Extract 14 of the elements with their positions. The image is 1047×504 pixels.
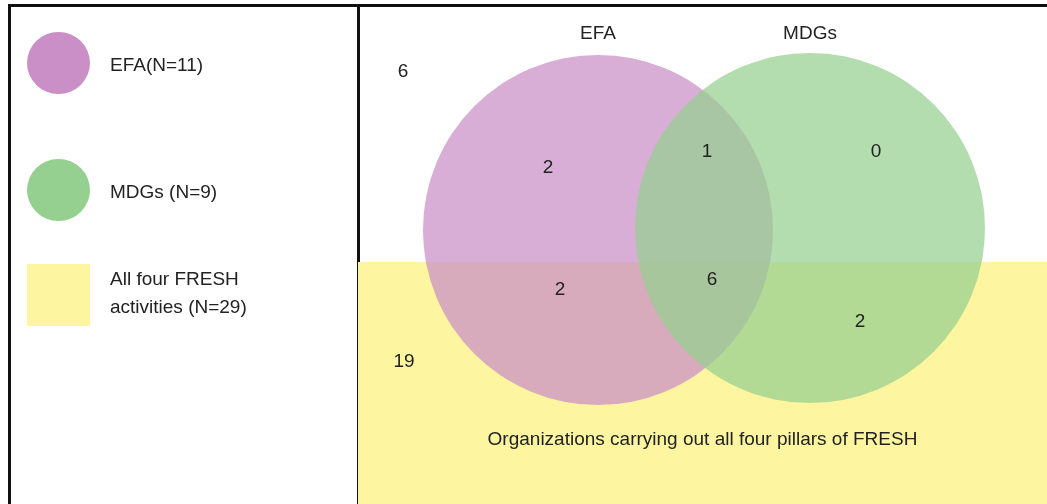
region-count: 6 xyxy=(706,268,718,289)
circle-heading: EFA xyxy=(579,22,617,44)
region-count: 2 xyxy=(854,310,866,331)
region-count: 2 xyxy=(554,278,566,299)
circle-heading: MDGs xyxy=(782,22,838,44)
region-count: 6 xyxy=(397,60,409,81)
region-count: 19 xyxy=(393,350,415,371)
region-count: 0 xyxy=(870,140,882,161)
region-count: 1 xyxy=(701,140,713,161)
legend-label: All four FRESH activities (N=29) xyxy=(110,267,248,319)
band-caption: Organizations carrying out all four pillars of FRESH xyxy=(486,428,919,450)
legend-label: EFA(N=11) xyxy=(110,53,205,77)
region-count: 2 xyxy=(542,156,554,177)
legend-label: MDGs (N=9) xyxy=(110,180,219,204)
